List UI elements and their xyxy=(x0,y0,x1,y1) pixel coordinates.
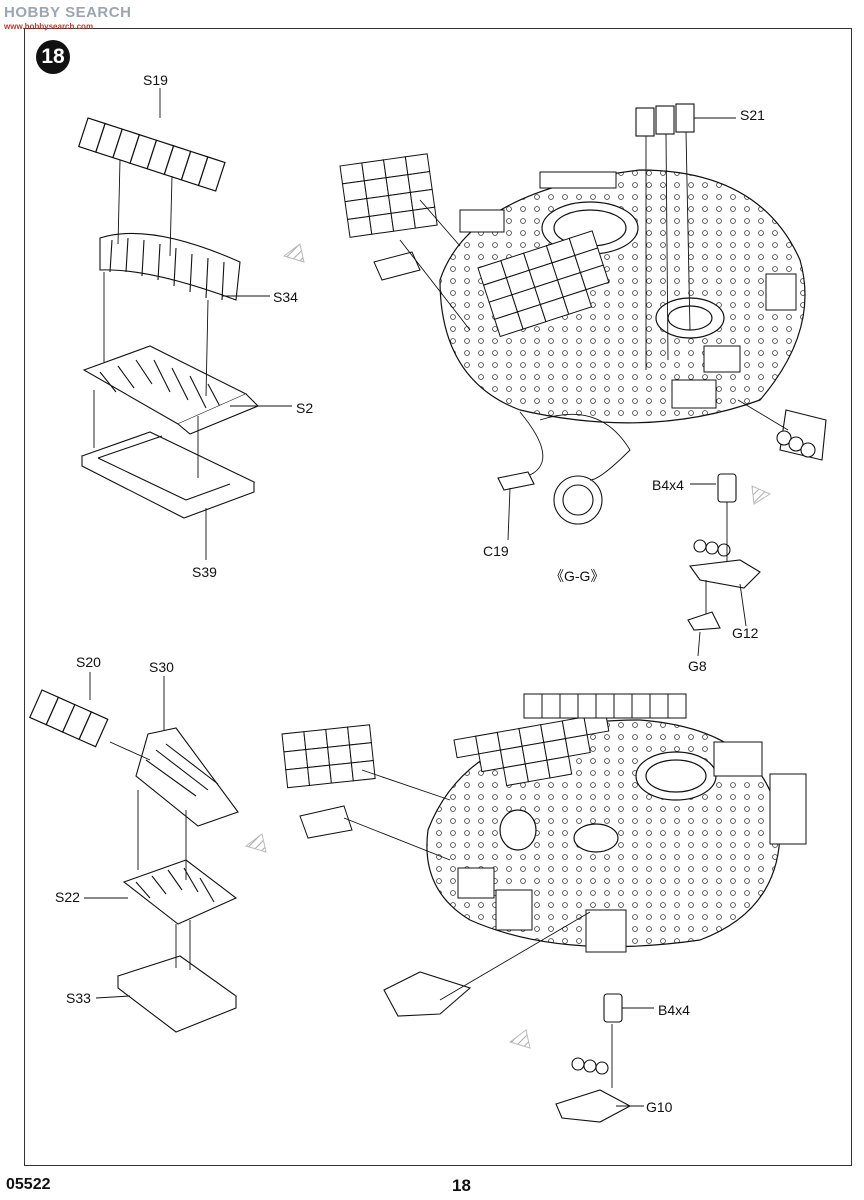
label-g8: G8 xyxy=(688,658,707,674)
page-frame xyxy=(24,28,852,1166)
label-s33: S33 xyxy=(66,990,91,1006)
view-arrow-3 xyxy=(244,833,267,853)
label-s30: S30 xyxy=(149,659,174,675)
watermark-logo: HOBBY SEARCH xyxy=(4,4,132,21)
top-left-leaders xyxy=(93,88,292,560)
s33-tray xyxy=(116,955,238,1033)
label-g10: G10 xyxy=(646,1099,673,1115)
s2-rack xyxy=(82,345,259,435)
label-b4x4-top: B4x4 xyxy=(652,477,684,493)
view-arrow-4 xyxy=(508,1029,531,1049)
s21-blocks xyxy=(635,103,695,137)
page-number: 18 xyxy=(452,1176,471,1195)
bottom-right-leaders xyxy=(343,769,654,1107)
bottom-left-leaders xyxy=(84,672,191,999)
view-arrow-2 xyxy=(751,485,772,505)
s22-rack xyxy=(122,859,238,925)
label-b4x4-bottom: B4x4 xyxy=(658,1002,690,1018)
turret-bottom-era-blocks xyxy=(453,693,807,953)
turret-top-parts xyxy=(497,471,761,631)
label-s39: S39 xyxy=(192,564,217,580)
rear-cylinders xyxy=(776,409,827,461)
watermark-url: www.hobbysearch.com xyxy=(4,22,94,31)
s34-rack xyxy=(99,232,241,301)
view-arrow-1 xyxy=(282,243,305,263)
product-code: 05522 xyxy=(6,1176,51,1193)
label-s21: S21 xyxy=(740,107,765,123)
label-g-g: 《G-G》 xyxy=(550,568,605,584)
label-s22: S22 xyxy=(55,889,80,905)
s30-rack xyxy=(135,727,239,827)
top-right-leaders xyxy=(399,117,789,657)
turret-top-era-blocks xyxy=(459,171,797,409)
left-era-stack-bottom xyxy=(281,724,376,839)
step-number-badge: 18 xyxy=(36,40,70,74)
label-g12: G12 xyxy=(732,625,759,641)
top-left-era-stack xyxy=(339,153,438,281)
s39-tray xyxy=(80,431,256,519)
label-s20: S20 xyxy=(76,654,101,670)
label-s34: S34 xyxy=(273,289,298,305)
s20-boxes xyxy=(29,689,109,748)
bottom-right-parts xyxy=(383,971,632,1123)
label-s19: S19 xyxy=(143,72,168,88)
s19-boxes xyxy=(77,117,226,192)
label-s2: S2 xyxy=(296,400,314,416)
label-c19: C19 xyxy=(483,543,509,559)
